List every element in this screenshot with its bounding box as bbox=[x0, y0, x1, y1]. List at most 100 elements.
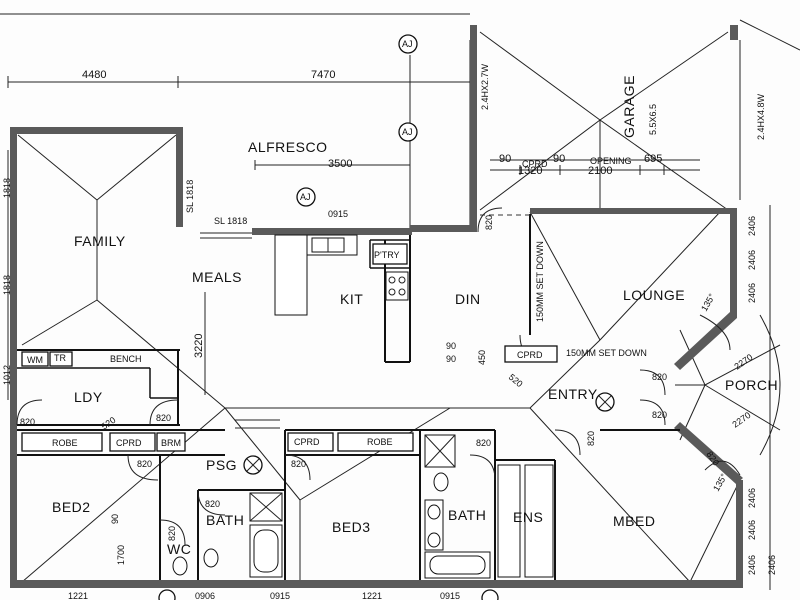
dim-820-b: 820 bbox=[20, 417, 35, 427]
dim-2406-f: 2406 bbox=[747, 555, 757, 575]
aj-marker-2 bbox=[398, 122, 418, 142]
dim-820-d: 820 bbox=[137, 459, 152, 469]
fixture-boxes bbox=[21, 243, 558, 452]
dim-820-g: 820 bbox=[167, 526, 177, 541]
room-alfresco: ALFRESCO bbox=[248, 139, 327, 155]
dim-2270-b: 2270 bbox=[730, 410, 752, 430]
aj-label-2: AJ bbox=[402, 127, 413, 137]
note-sl-vertical: SL 1818 bbox=[185, 180, 195, 213]
dim-450: 450 bbox=[477, 350, 487, 365]
dim-1700: 1700 bbox=[116, 545, 126, 565]
note-set-down-1: 150MM SET DOWN bbox=[535, 241, 545, 322]
aj-label-3: AJ bbox=[300, 192, 311, 202]
dim-bottom-0915-a: 0915 bbox=[270, 591, 290, 600]
dim-695: 695 bbox=[644, 153, 662, 165]
fixture-wm: WM bbox=[27, 355, 43, 365]
dim-820-c: 820 bbox=[156, 413, 171, 423]
room-wc: WC bbox=[167, 541, 191, 557]
dim-2406-b: 2406 bbox=[747, 250, 757, 270]
room-meals: MEALS bbox=[192, 269, 242, 285]
aj-marker-1 bbox=[398, 34, 418, 54]
room-din: DIN bbox=[455, 291, 481, 307]
room-mbed: MBED bbox=[613, 513, 655, 529]
note-set-down-2: 150MM SET DOWN bbox=[566, 348, 647, 358]
dim-bottom-1221-a: 1221 bbox=[68, 591, 88, 600]
fixture-robe-1: ROBE bbox=[52, 438, 78, 448]
dimension-labels: 4480 7470 3500 0915 90 1320 90 2100 695 … bbox=[2, 69, 777, 600]
fixture-cprd-3: CPRD bbox=[517, 350, 543, 360]
dimension-lines bbox=[0, 13, 800, 590]
marker-labels: AJ AJ AJ bbox=[300, 39, 413, 202]
dim-90-b: 90 bbox=[553, 153, 565, 165]
exterior-walls bbox=[10, 25, 743, 588]
dim-520-a: 520 bbox=[507, 372, 525, 389]
dim-820-h: 820 bbox=[205, 499, 220, 509]
bathroom-fixtures bbox=[172, 434, 554, 579]
dim-820-f: 820 bbox=[476, 438, 491, 448]
aj-marker-3 bbox=[296, 187, 316, 207]
dim-1818-a: 1818 bbox=[2, 178, 12, 198]
note-sl-horizontal: SL 1818 bbox=[214, 216, 247, 226]
note-garage-door-right: 2.4HX4.8W bbox=[756, 93, 766, 140]
dim-820-i: 820 bbox=[586, 431, 596, 446]
fixture-cprd-1: CPRD bbox=[116, 438, 142, 448]
dim-135-a: 135° bbox=[699, 292, 717, 313]
note-garage-door-left: 2.4HX2.7W bbox=[480, 63, 490, 110]
room-labels: ALFRESCO GARAGE FAMILY MEALS KIT DIN LOU… bbox=[52, 75, 778, 557]
dim-3500: 3500 bbox=[328, 158, 352, 170]
dim-820-k: 820 bbox=[652, 410, 667, 420]
fixture-ptry: P'TRY bbox=[374, 250, 400, 260]
room-kit: KIT bbox=[340, 291, 363, 307]
dim-820-j: 820 bbox=[652, 372, 667, 382]
dim-90-a: 90 bbox=[499, 153, 511, 165]
dim-2406-e: 2406 bbox=[747, 520, 757, 540]
room-bath-2: BATH bbox=[448, 507, 486, 523]
fixture-brm: BRM bbox=[161, 438, 181, 448]
room-entry: ENTRY bbox=[548, 386, 598, 402]
fixture-cprd-2: CPRD bbox=[294, 437, 320, 447]
note-cprd-garage: CPRD bbox=[522, 159, 548, 169]
room-bath-1: BATH bbox=[206, 512, 244, 528]
dim-1012: 1012 bbox=[2, 365, 12, 385]
room-bed3: BED3 bbox=[332, 519, 371, 535]
callout-markers bbox=[158, 34, 615, 600]
room-porch: PORCH bbox=[725, 377, 778, 393]
room-garage: GARAGE bbox=[621, 75, 637, 138]
fixture-tr: TR bbox=[54, 353, 66, 363]
room-ldy: LDY bbox=[74, 389, 103, 405]
note-opening: OPENING bbox=[590, 156, 632, 166]
dim-90-c: 90 bbox=[446, 341, 456, 351]
dim-1818-b: 1818 bbox=[2, 275, 12, 295]
dim-2270-a: 2270 bbox=[732, 352, 754, 372]
dim-2100: 2100 bbox=[588, 165, 612, 177]
dim-7470: 7470 bbox=[311, 69, 335, 81]
note-garage-size: 5.5X6.5 bbox=[648, 104, 658, 135]
dim-90-d: 90 bbox=[446, 354, 456, 364]
dim-820-a: 820 bbox=[484, 215, 494, 230]
aj-label-1: AJ bbox=[402, 39, 413, 49]
room-ens: ENS bbox=[513, 509, 543, 525]
notes: 150MM SET DOWN 150MM SET DOWN OPENING 5.… bbox=[185, 63, 766, 358]
room-family: FAMILY bbox=[74, 233, 126, 249]
dim-3220: 3220 bbox=[193, 334, 205, 358]
room-psg: PSG bbox=[206, 457, 237, 473]
dim-bottom-1221-b: 1221 bbox=[362, 591, 382, 600]
misc-lines bbox=[200, 159, 700, 429]
door-swings bbox=[16, 207, 781, 546]
dim-2406-c: 2406 bbox=[747, 283, 757, 303]
kitchen-benches bbox=[274, 234, 409, 316]
roof-hip-lines bbox=[17, 31, 781, 583]
dim-2406-d: 2406 bbox=[747, 488, 757, 508]
interior-walls bbox=[17, 214, 680, 580]
room-lounge: LOUNGE bbox=[623, 287, 685, 303]
room-bed2: BED2 bbox=[52, 499, 91, 515]
dim-1320: 1320 bbox=[518, 165, 542, 177]
dim-90-e: 90 bbox=[110, 514, 120, 524]
dim-820-e: 820 bbox=[291, 459, 306, 469]
dim-bottom-0915-b: 0915 bbox=[440, 591, 460, 600]
fixture-robe-2: ROBE bbox=[367, 437, 393, 447]
dim-bottom-0906: 0906 bbox=[195, 591, 215, 600]
dim-0915-top: 0915 bbox=[328, 209, 348, 219]
fixture-bench: BENCH bbox=[110, 354, 142, 364]
